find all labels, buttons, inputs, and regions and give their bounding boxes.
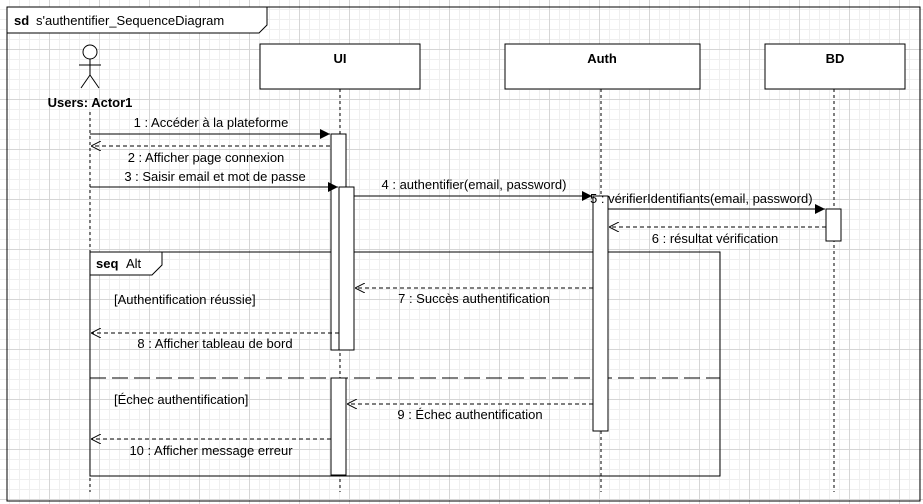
activation-auth — [592, 195, 609, 432]
fragment-guard-2: [Échec authentification] — [114, 392, 248, 407]
fragment-keyword: seq — [96, 256, 118, 271]
actor: Users: Actor1 — [48, 44, 133, 110]
message-6-label: 6 : résultat vérification — [652, 231, 778, 246]
message-3-label: 3 : Saisir email et mot de passe — [124, 169, 305, 184]
activation-bd — [825, 208, 842, 242]
message-10: 10 : Afficher message erreur — [91, 439, 331, 458]
message-8: 8 : Afficher tableau de bord — [91, 333, 339, 351]
message-1: 1 : Accéder à la plateforme — [90, 115, 330, 139]
lifeline-head-ui: UI — [259, 43, 421, 90]
message-5-label: 5 : vérifierIdentifiants(email, password… — [590, 191, 813, 206]
message-2-label: 2 : Afficher page connexion — [128, 150, 285, 165]
message-3: 3 : Saisir email et mot de passe — [90, 169, 338, 192]
activation-ui-2 — [338, 186, 355, 351]
lifeline-auth-label: Auth — [587, 51, 617, 66]
actor-stick-figure-icon — [79, 44, 101, 89]
activation-ui-3 — [330, 377, 347, 476]
message-9-label: 9 : Échec authentification — [397, 407, 542, 422]
lifeline-head-auth: Auth — [504, 43, 701, 90]
lifeline-bd-label: BD — [826, 51, 845, 66]
frame-keyword: sd — [14, 13, 29, 28]
alt-fragment: seq Alt [Authentification réussie] [Éche… — [89, 251, 721, 477]
fragment-name: Alt — [126, 256, 142, 271]
diagram-frame: sd s'authentifier_SequenceDiagram — [6, 6, 921, 502]
message-9: 9 : Échec authentification — [347, 404, 593, 422]
message-8-label: 8 : Afficher tableau de bord — [137, 336, 292, 351]
message-5: 5 : vérifierIdentifiants(email, password… — [590, 191, 825, 214]
frame-tab — [6, 6, 268, 34]
message-2: 2 : Afficher page connexion — [91, 146, 330, 165]
message-7-label: 7 : Succès authentification — [398, 291, 550, 306]
message-7: 7 : Succès authentification — [355, 288, 593, 306]
message-1-label: 1 : Accéder à la plateforme — [134, 115, 289, 130]
message-4-label: 4 : authentifier(email, password) — [382, 177, 567, 192]
message-6: 6 : résultat vérification — [609, 227, 826, 246]
fragment-guard-1: [Authentification réussie] — [114, 292, 256, 307]
actor-label: Users: Actor1 — [48, 95, 133, 110]
fragment-tab — [89, 251, 163, 276]
message-10-label: 10 : Afficher message erreur — [129, 443, 293, 458]
frame-name: s'authentifier_SequenceDiagram — [36, 13, 224, 28]
lifeline-head-bd: BD — [764, 43, 906, 90]
message-4: 4 : authentifier(email, password) — [354, 177, 592, 201]
lifeline-ui-label: UI — [334, 51, 347, 66]
